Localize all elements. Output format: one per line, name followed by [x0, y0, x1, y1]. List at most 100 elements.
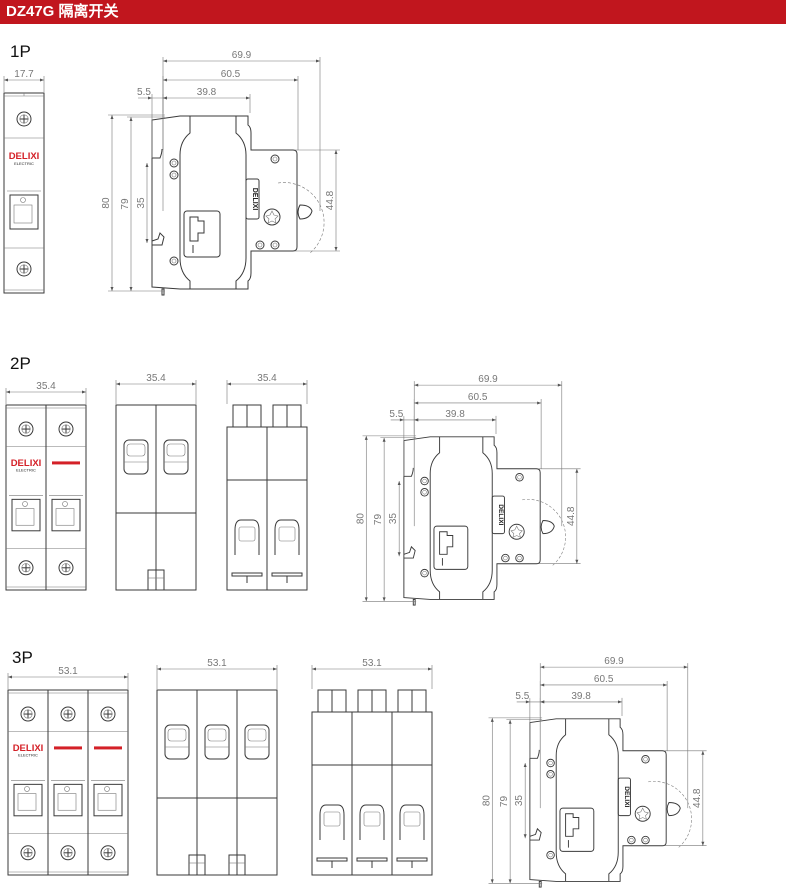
terminal-clamp-inner: [167, 728, 187, 742]
screw-icon: [100, 845, 116, 861]
dimension-arrowhead: [523, 763, 527, 767]
side-body-outline: [151, 115, 298, 290]
inner-height-dimension: 79: [373, 437, 386, 602]
dimension-arrowhead: [8, 675, 12, 679]
dimension-arrowhead: [540, 683, 545, 687]
top-tab: [331, 689, 347, 713]
dimension-label: 69.9: [232, 50, 252, 61]
dimension-label: 79: [499, 796, 510, 808]
dimension-label: 80: [355, 513, 366, 525]
screw-icon: [58, 560, 74, 576]
terminal-screw-head: [238, 526, 256, 542]
side-brand-logo: DELIXI: [497, 504, 504, 525]
dimension-label: 5.5: [515, 691, 529, 702]
rail-dimension: 35: [136, 163, 149, 243]
terminal-screw-head: [403, 811, 421, 827]
side-view-body: DELIXI: [529, 718, 692, 888]
mounting-hole-inner: [272, 156, 278, 162]
terminal-screw-head: [323, 811, 341, 827]
overall-depth-dimension: 69.9: [162, 50, 321, 211]
dimension-arrowhead: [163, 96, 167, 100]
screw-icon: [16, 111, 32, 127]
terminal-clamp: [244, 724, 270, 760]
star-knob-glyph: [636, 807, 649, 820]
dimension-label: 53.1: [362, 658, 382, 669]
front-height-dimension: 44.8: [692, 750, 705, 846]
side-front-panel: [429, 436, 493, 600]
side-logo-plate: [245, 178, 260, 220]
mounting-hole-inner: [422, 570, 427, 576]
side-view-body: DELIXI: [151, 115, 325, 296]
dimension-arrowhead: [537, 401, 542, 405]
terminal-clamp: [163, 439, 189, 475]
rail-slot: [356, 857, 388, 862]
toggle-handle-face: [97, 793, 117, 811]
terminal-screw-head: [278, 526, 296, 542]
dimension-arrowhead: [397, 552, 401, 557]
screw-icon: [58, 421, 74, 437]
dimension-label: 44.8: [692, 788, 703, 808]
offset-dimension: 5.5: [515, 691, 545, 759]
mounting-hole-icon: [169, 170, 179, 180]
wiring-diagram-icon: [565, 813, 580, 837]
toggle-handle: [51, 498, 81, 532]
bottom-pin: [412, 598, 416, 606]
mounting-hole-icon: [420, 476, 429, 486]
top-tab: [357, 689, 373, 713]
toggle-handle: [93, 783, 123, 817]
lever-swing-arc: [648, 781, 692, 848]
bottom-width-dimension: 53.1: [311, 658, 433, 689]
handle-rivet: [24, 786, 30, 792]
dimension-arrowhead: [145, 239, 149, 243]
dimension-arrowhead: [490, 717, 494, 722]
rail-slot: [396, 857, 428, 862]
handle-rivet: [22, 501, 28, 507]
overall-depth-dimension: 69.9: [539, 656, 689, 809]
front-body-outline: [7, 689, 129, 876]
dimension-arrowhead: [316, 59, 320, 63]
rail-slot: [316, 857, 348, 862]
terminal-clamp: [123, 439, 149, 475]
dimension-arrowhead: [334, 247, 338, 251]
dimension-label: 60.5: [221, 69, 241, 80]
dimension-arrowhead: [492, 418, 496, 422]
dimension-label: 79: [373, 514, 384, 526]
brand-logo: DELIXI: [13, 743, 44, 754]
depth-dimension: 60.5: [162, 69, 299, 150]
handle-rivet: [64, 786, 70, 792]
dimension-arrowhead: [116, 382, 120, 386]
dimension-arrowhead: [273, 667, 277, 671]
dimension-arrowhead: [124, 675, 128, 679]
dimension-label: 5.5: [389, 409, 403, 420]
star-knob-icon: [263, 208, 281, 226]
bottom-pin: [161, 288, 165, 296]
toggle-handle-face: [57, 793, 77, 811]
offset-dimension: 5.5: [389, 409, 419, 477]
terminal-clamp: [204, 724, 230, 760]
star-knob-icon: [508, 523, 525, 540]
dimension-label: 69.9: [604, 656, 624, 667]
front-depth-dimension: 39.8: [162, 87, 251, 113]
mounting-hole-icon: [169, 256, 179, 266]
wiring-label: [433, 525, 469, 570]
rail-clip: [147, 569, 165, 591]
dimension-arrowhead: [145, 163, 149, 167]
screw-icon: [20, 845, 36, 861]
back-view-2P: [115, 404, 197, 591]
rail-clip: [228, 854, 246, 876]
star-knob-glyph: [510, 525, 523, 538]
toggle-lever-icon: [540, 520, 555, 535]
dimension-arrowhead: [575, 559, 579, 564]
dimension-arrowhead: [397, 481, 401, 485]
dimension-label: 35: [136, 197, 147, 209]
dimension-arrowhead: [575, 468, 579, 473]
dimension-label: 44.8: [325, 190, 336, 210]
mounting-hole-inner: [422, 490, 427, 495]
front-width-dimension: 53.1: [7, 666, 129, 689]
brand-sub: ELECTRIC: [18, 753, 38, 758]
star-knob-glyph: [265, 210, 279, 224]
handle-rivet: [20, 197, 26, 203]
red-indicator-bar: [94, 746, 122, 750]
toggle-handle-face: [13, 204, 33, 224]
